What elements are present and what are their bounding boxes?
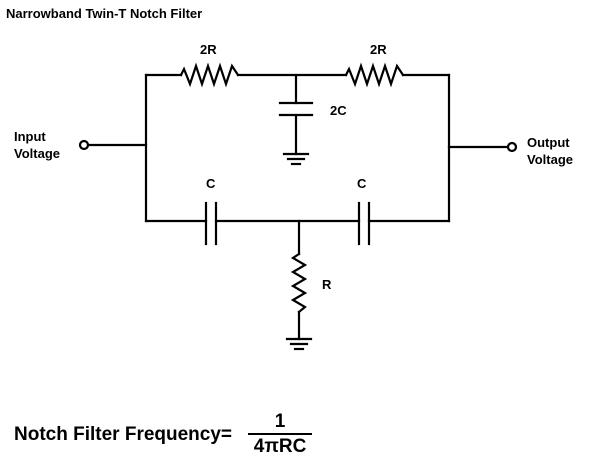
resistor-2r-right xyxy=(344,62,405,88)
diagram-title: Narrowband Twin-T Notch Filter xyxy=(6,6,203,21)
label-c-left: C xyxy=(206,176,216,191)
formula-label: Notch Filter Frequency= xyxy=(14,423,233,445)
formula-fraction: 1 4πRC xyxy=(248,411,313,457)
ground-symbol-top xyxy=(282,152,310,166)
label-2r-left: 2R xyxy=(200,42,217,57)
fraction-bar xyxy=(248,433,313,435)
resistor-2r-left xyxy=(179,62,240,88)
formula-numerator: 1 xyxy=(274,411,286,432)
label-2r-right: 2R xyxy=(370,42,387,57)
label-c-right: C xyxy=(357,176,367,191)
ground-symbol-bottom xyxy=(285,337,313,351)
notch-frequency-formula: Notch Filter Frequency= 1 4πRC xyxy=(14,411,313,457)
label-2c: 2C xyxy=(330,103,347,118)
input-label-line-2: Voltage xyxy=(14,146,60,161)
resistor-r-shunt xyxy=(290,252,308,314)
formula-denominator: 4πRC xyxy=(253,436,307,457)
label-r: R xyxy=(322,277,332,292)
output-terminal xyxy=(506,141,518,153)
output-label-line-1: Output xyxy=(527,135,570,150)
input-voltage-label: Input Voltage xyxy=(14,128,60,162)
output-voltage-label: Output Voltage xyxy=(527,134,573,168)
input-label-line-1: Input xyxy=(14,129,46,144)
output-label-line-2: Voltage xyxy=(527,152,573,167)
input-terminal xyxy=(78,139,90,151)
